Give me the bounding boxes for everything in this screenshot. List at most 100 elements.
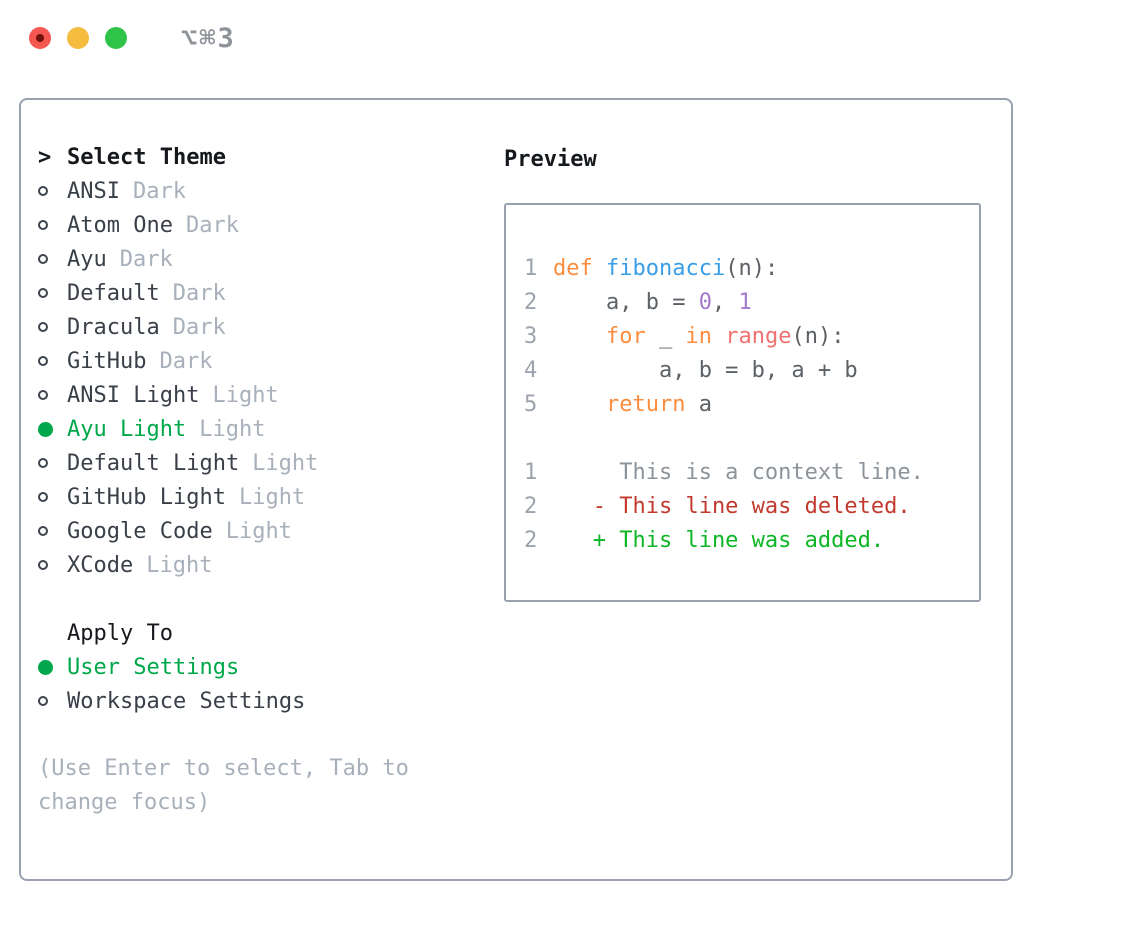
option-variant: Dark [159,348,213,374]
spacer [524,422,969,456]
code-token: , [711,290,739,315]
apply-to-header-row: Apply To [38,616,1011,650]
help-hint-line-1: (Use Enter to select, Tab to [38,756,409,781]
option-variant: Light [212,382,279,408]
code-token: fibonacci [605,256,726,281]
theme-option-default[interactable]: Default Dark [38,276,1011,310]
minimize-button[interactable] [67,27,89,49]
code-token: 1 [738,290,752,315]
option-variant: Dark [119,246,173,272]
diff-preview: 1 This is a context line.2 - This line w… [524,456,969,558]
theme-option-github[interactable]: GitHub Dark [38,344,1011,378]
code-token: in [685,324,712,349]
option-label: Google Code [67,518,213,544]
line-number: 5 [524,392,538,417]
option-label: Default [67,280,160,306]
prompt-icon: > [38,144,52,170]
spacer [38,718,1011,752]
option-variant: Dark [172,314,226,340]
preview-header: Preview [504,146,597,172]
close-button[interactable] [29,27,51,49]
option-label: Ayu [67,246,107,272]
radio-icon [38,186,67,196]
theme-option-google-code[interactable]: Google Code Light [38,514,1011,548]
preview-header-row: Preview [504,142,981,176]
zoom-button[interactable] [105,27,127,49]
code-token [712,324,725,349]
line-number: 2 [524,290,538,315]
theme-option-ayu-light[interactable]: Ayu Light Light [38,412,1011,446]
code-token: for [605,324,646,349]
radio-icon [38,492,67,502]
theme-option-xcode[interactable]: XCode Light [38,548,1011,582]
diff-line: 1 This is a context line. [524,456,969,490]
radio-icon [38,526,67,536]
option-variant: Light [225,518,292,544]
code-line: 5 return a [524,388,969,422]
code-token: This is a context line. [553,460,924,485]
code-token: (n): [725,256,779,281]
line-number: 1 [524,460,538,485]
option-label: Workspace Settings [67,688,306,714]
code-token: def [553,256,606,281]
option-label: User Settings [67,654,240,680]
code-token: a, b = [553,290,699,315]
option-label: ANSI Light [67,382,200,408]
code-line: 4 a, b = b, a + b [524,354,969,388]
apply-option-user-settings[interactable]: User Settings [38,650,1011,684]
code-token: range [725,324,792,349]
theme-option-ayu[interactable]: Ayu Dark [38,242,1011,276]
code-line: 3 for _ in range(n): [524,320,969,354]
radio-selected-icon [38,659,67,675]
code-token: 0 [698,290,712,315]
apply-to-header: Apply To [67,620,173,646]
option-label: XCode [67,552,134,578]
option-label: Ayu Light [67,416,187,442]
option-label: Atom One [67,212,173,238]
option-variant: Light [199,416,266,442]
line-number: 1 [524,256,538,281]
code-line: 2 a, b = 0, 1 [524,286,969,320]
radio-icon [38,288,67,298]
theme-list-header: Select Theme [67,144,226,170]
radio-icon [38,254,67,264]
code-token: return [605,392,686,417]
radio-icon [38,356,67,366]
theme-option-ansi-light[interactable]: ANSI Light Light [38,378,1011,412]
code-line: 1 def fibonacci(n): [524,252,969,286]
option-variant: Light [252,450,319,476]
option-variant: Dark [132,178,186,204]
code-token: a [685,392,712,417]
line-number: 4 [524,358,538,383]
radio-icon [38,560,67,570]
code-token [553,392,606,417]
code-token: + This line was added. [553,528,885,553]
option-variant: Dark [172,280,226,306]
title-bar: ⌥⌘3 [0,0,1140,76]
line-number: 3 [524,324,538,349]
window-title: ⌥⌘3 [181,22,236,54]
radio-icon [38,696,67,706]
option-variant: Light [146,552,213,578]
code-token: (n): [791,324,845,349]
code-token: _ [645,324,686,349]
code-token: a, b = b, a + b [553,358,858,383]
option-label: GitHub Light [67,484,226,510]
apply-option-workspace-settings[interactable]: Workspace Settings [38,684,1011,718]
diff-line: 2 - This line was deleted. [524,490,969,524]
option-label: GitHub [67,348,147,374]
line-number: 2 [524,494,538,519]
